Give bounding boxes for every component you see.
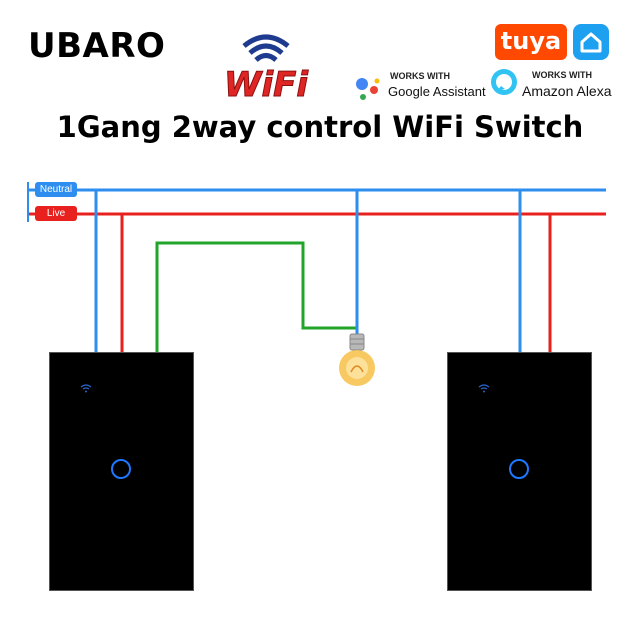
wifi-indicator-icon <box>478 384 490 393</box>
alexa-badge: WORKS WITH Amazon Alexa <box>488 64 638 104</box>
google-assistant-badge: WORKS WITH Google Assistant <box>352 66 490 106</box>
smart-home-icon <box>573 24 609 60</box>
right-touch-button[interactable] <box>509 459 529 479</box>
wifi-indicator-icon <box>80 384 92 393</box>
neutral-label: Neutral <box>35 182 77 197</box>
live-label: Live <box>35 206 77 221</box>
left-touch-button[interactable] <box>111 459 131 479</box>
brand-name: UBARO <box>28 26 166 66</box>
wifi-logo-icon: WiFi <box>223 34 310 106</box>
alexa-label: Amazon Alexa <box>522 83 612 99</box>
google-assistant-label: Google Assistant <box>388 84 486 99</box>
tuya-logo: tuya <box>495 24 567 60</box>
wifi-logo-text: WiFi <box>224 65 309 105</box>
light-bulb-icon <box>339 333 375 386</box>
diagram-title: 1Gang 2way control WiFi Switch <box>56 110 584 144</box>
left-switch-panel[interactable] <box>49 352 194 591</box>
google-assistant-icon <box>356 78 380 100</box>
google-works-with: WORKS WITH <box>390 71 450 81</box>
traveler-wire <box>155 241 356 353</box>
alexa-works-with: WORKS WITH <box>532 70 592 80</box>
alexa-icon <box>491 69 517 95</box>
right-switch-panel[interactable] <box>447 352 592 591</box>
